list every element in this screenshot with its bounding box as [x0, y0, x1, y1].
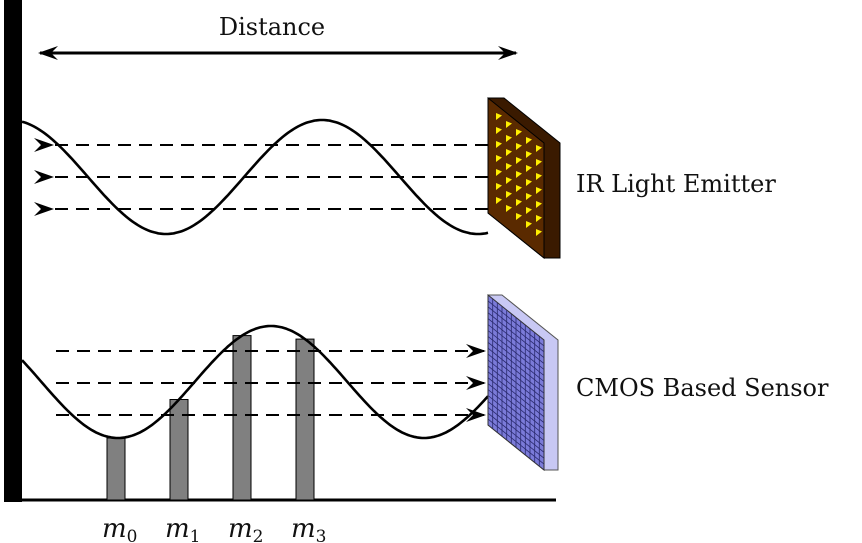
- emitted-rays: [34, 138, 488, 216]
- sample-labels: m0 m1 m2 m3: [102, 514, 326, 543]
- grid-line: [487, 330, 545, 376]
- emitted-wave: [21, 118, 489, 236]
- sample-bar-m3: [295, 338, 315, 501]
- grid-line: [487, 324, 545, 370]
- sample-label-m0: m0: [102, 514, 137, 543]
- grid-line: [487, 395, 545, 441]
- cmos-sensor: [487, 293, 559, 472]
- led-dot: [506, 205, 512, 212]
- ir-emitter: [487, 96, 561, 260]
- led-dot: [496, 183, 502, 190]
- grid-line: [487, 383, 545, 429]
- led-dot: [496, 155, 502, 162]
- led-dot: [516, 143, 522, 150]
- grid-line: [487, 418, 545, 465]
- sensor-label: CMOS Based Sensor: [576, 374, 829, 402]
- led-dot: [496, 197, 502, 204]
- led-dot: [496, 141, 502, 148]
- led-dot: [506, 121, 512, 128]
- sample-bars: [106, 335, 315, 501]
- led-dot: [496, 169, 502, 176]
- grid-line: [487, 300, 545, 347]
- sample-label-m2: m2: [228, 514, 263, 543]
- led-dot: [526, 207, 532, 214]
- led-dot: [516, 157, 522, 164]
- grid-line: [487, 359, 545, 406]
- received-wave: [21, 324, 489, 440]
- grid-line: [487, 401, 545, 447]
- grid-line: [487, 336, 545, 382]
- sample-label-index: 0: [127, 527, 138, 543]
- led-dot: [506, 163, 512, 170]
- led-dot: [506, 191, 512, 198]
- led-dot: [526, 151, 532, 158]
- grid-line: [487, 389, 545, 435]
- sample-label-m3: m3: [291, 514, 326, 543]
- led-dot: [536, 187, 542, 194]
- grid-line: [487, 371, 545, 418]
- led-dot: [526, 193, 532, 200]
- sample-label-index: 2: [253, 527, 264, 543]
- led-dot: [506, 177, 512, 184]
- led-dot: [536, 145, 542, 152]
- sample-label-index: 1: [190, 527, 201, 543]
- sample-label-m1: m1: [165, 514, 200, 543]
- led-dot: [506, 135, 512, 142]
- led-dot: [536, 159, 542, 166]
- reflecting-wall: [4, 0, 22, 502]
- grid-line: [487, 347, 545, 394]
- led-dot: [516, 199, 522, 206]
- led-dot: [516, 185, 522, 192]
- grid-line: [487, 406, 545, 453]
- led-dot: [536, 229, 542, 236]
- led-dot: [506, 149, 512, 156]
- led-dot: [516, 129, 522, 136]
- grid-line: [487, 353, 545, 400]
- grid-line: [487, 318, 545, 364]
- grid-line: [487, 312, 545, 359]
- emitter-label: IR Light Emitter: [576, 170, 776, 198]
- led-dot: [526, 137, 532, 144]
- led-dot: [536, 173, 542, 180]
- pixel-grid: [487, 298, 545, 467]
- grid-line: [487, 365, 545, 412]
- grid-line: [487, 306, 545, 353]
- grid-line: [487, 341, 545, 388]
- led-dot: [516, 213, 522, 220]
- led-dot: [526, 165, 532, 172]
- led-dot: [496, 127, 502, 134]
- grid-line: [487, 412, 545, 459]
- sample-bar-m0: [106, 437, 126, 501]
- sample-bar-m2: [232, 335, 252, 501]
- led-dot: [516, 171, 522, 178]
- led-dot: [536, 201, 542, 208]
- led-array: [496, 113, 542, 236]
- led-dot: [536, 215, 542, 222]
- led-dot: [496, 113, 502, 120]
- distance-label: Distance: [219, 13, 325, 41]
- reflected-rays: [56, 344, 486, 422]
- sample-label-index: 3: [316, 527, 327, 543]
- led-dot: [526, 221, 532, 228]
- grid-line: [487, 377, 545, 424]
- led-dot: [526, 179, 532, 186]
